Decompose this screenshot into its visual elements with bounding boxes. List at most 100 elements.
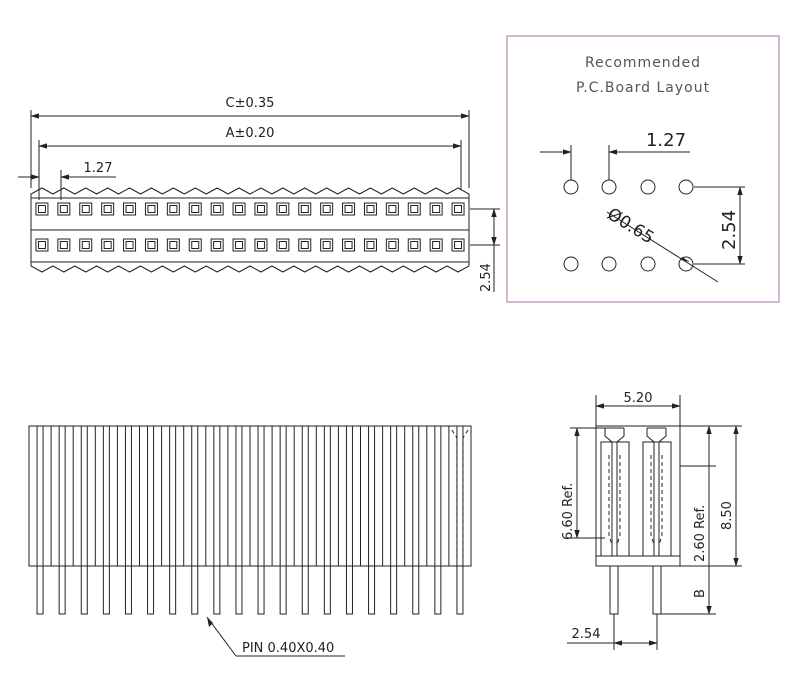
top-contact-outer [342, 238, 356, 252]
top-contact-outer [342, 202, 356, 216]
top-contact-inner [454, 205, 463, 213]
front-pin [102, 565, 110, 615]
side-body-outline [595, 425, 681, 567]
top-contact-inner [103, 241, 112, 249]
top-contact-outer [123, 202, 137, 216]
front-pin [368, 565, 376, 615]
top-contact-outer [101, 238, 115, 252]
pad-hole [678, 256, 694, 272]
pcb-title-line1: Recommended [585, 55, 701, 71]
pad-hole [601, 179, 617, 195]
front-pin [124, 565, 132, 615]
top-contact-outer [276, 238, 290, 252]
top-contact-outer [298, 202, 312, 216]
top-contact-outer [298, 238, 312, 252]
top-contact-outer [210, 238, 224, 252]
top-contact-inner [235, 205, 244, 213]
top-contact-inner [344, 241, 353, 249]
top-contact-outer [232, 202, 246, 216]
top-contact-inner [300, 205, 309, 213]
top-contact-inner [169, 205, 178, 213]
top-view: C±0.35 A±0.20 1.27 2.54 [18, 96, 500, 292]
front-pin [434, 565, 442, 615]
dim-side-row: 2.54 [567, 614, 658, 650]
top-contact-inner [81, 205, 90, 213]
top-contact-inner [278, 205, 287, 213]
top-contact-outer [385, 202, 399, 216]
dim-contact-ref: 2.60 Ref. [680, 425, 716, 566]
pad-hole [563, 179, 579, 195]
front-view-body [28, 425, 472, 615]
top-contact-outer [363, 238, 377, 252]
front-pin [279, 565, 287, 615]
top-contact-inner [147, 205, 156, 213]
top-contact-inner [322, 241, 331, 249]
front-pin [257, 565, 265, 615]
front-pin [390, 565, 398, 615]
front-pin [191, 565, 199, 615]
pin-callout-label: PIN 0.40X0.40 [242, 641, 334, 656]
dim-b: B [661, 566, 716, 615]
front-pin [301, 565, 309, 615]
pad-hole [601, 256, 617, 272]
dim-c: C±0.35 [30, 96, 470, 188]
top-view-body [30, 187, 470, 273]
pad-hole [563, 256, 579, 272]
top-contact-inner [366, 241, 375, 249]
dim-b-label: B [693, 589, 708, 598]
side-contact-right [642, 427, 672, 615]
top-contact-inner [81, 241, 90, 249]
top-contact-inner [410, 205, 419, 213]
top-contact-outer [363, 202, 377, 216]
top-contact-inner [59, 241, 68, 249]
front-pin [36, 565, 44, 615]
dim-top-pitch-label: 1.27 [84, 161, 113, 176]
pad-hole [640, 256, 656, 272]
top-contact-inner [213, 241, 222, 249]
front-view: PIN 0.40X0.40 [28, 425, 472, 657]
top-contact-outer [57, 202, 71, 216]
top-contact-inner [103, 205, 112, 213]
dim-pcb-row: 2.54 [694, 186, 745, 265]
dim-pcb-pitch-label: 1.27 [646, 130, 686, 151]
side-contact-left [600, 427, 630, 615]
front-pin [235, 565, 243, 615]
top-contact-inner [278, 241, 287, 249]
dim-socket-ref: 6.60 Ref. [561, 427, 605, 540]
top-contact-outer [188, 238, 202, 252]
dim-contact-ref-label: 2.60 Ref. [693, 505, 708, 562]
top-contact-outer [407, 238, 421, 252]
top-contact-outer [166, 238, 180, 252]
top-contact-outer [254, 238, 268, 252]
pcb-title-line2: P.C.Board Layout [576, 80, 710, 96]
front-pin [147, 565, 155, 615]
dim-side-width: 5.20 [595, 391, 681, 426]
top-contact-inner [147, 241, 156, 249]
pin-callout: PIN 0.40X0.40 [206, 616, 345, 657]
pad-hole [640, 179, 656, 195]
dim-hole-label: Ø0.65 [603, 204, 657, 248]
top-contact-outer [188, 202, 202, 216]
dim-top-pitch: 1.27 [18, 161, 116, 200]
top-contact-outer [232, 238, 246, 252]
top-contact-inner [256, 205, 265, 213]
dim-a-label: A±0.20 [226, 126, 275, 141]
front-pin [456, 565, 464, 615]
front-pin [345, 565, 353, 615]
dim-a: A±0.20 [38, 126, 462, 190]
dim-c-label: C±0.35 [226, 96, 275, 111]
top-contact-inner [191, 241, 200, 249]
top-contact-outer [166, 202, 180, 216]
top-contact-inner [410, 241, 419, 249]
top-contact-outer [79, 238, 93, 252]
top-contact-inner [432, 241, 441, 249]
top-contact-outer [101, 202, 115, 216]
front-pin [169, 565, 177, 615]
pad-hole [678, 179, 694, 195]
dim-side-row-label: 2.54 [572, 627, 601, 642]
top-contact-inner [213, 205, 222, 213]
top-contact-outer [451, 202, 465, 216]
top-contact-inner [432, 205, 441, 213]
pcb-layout-panel: Recommended P.C.Board Layout 1.27 2.54 [506, 35, 780, 303]
